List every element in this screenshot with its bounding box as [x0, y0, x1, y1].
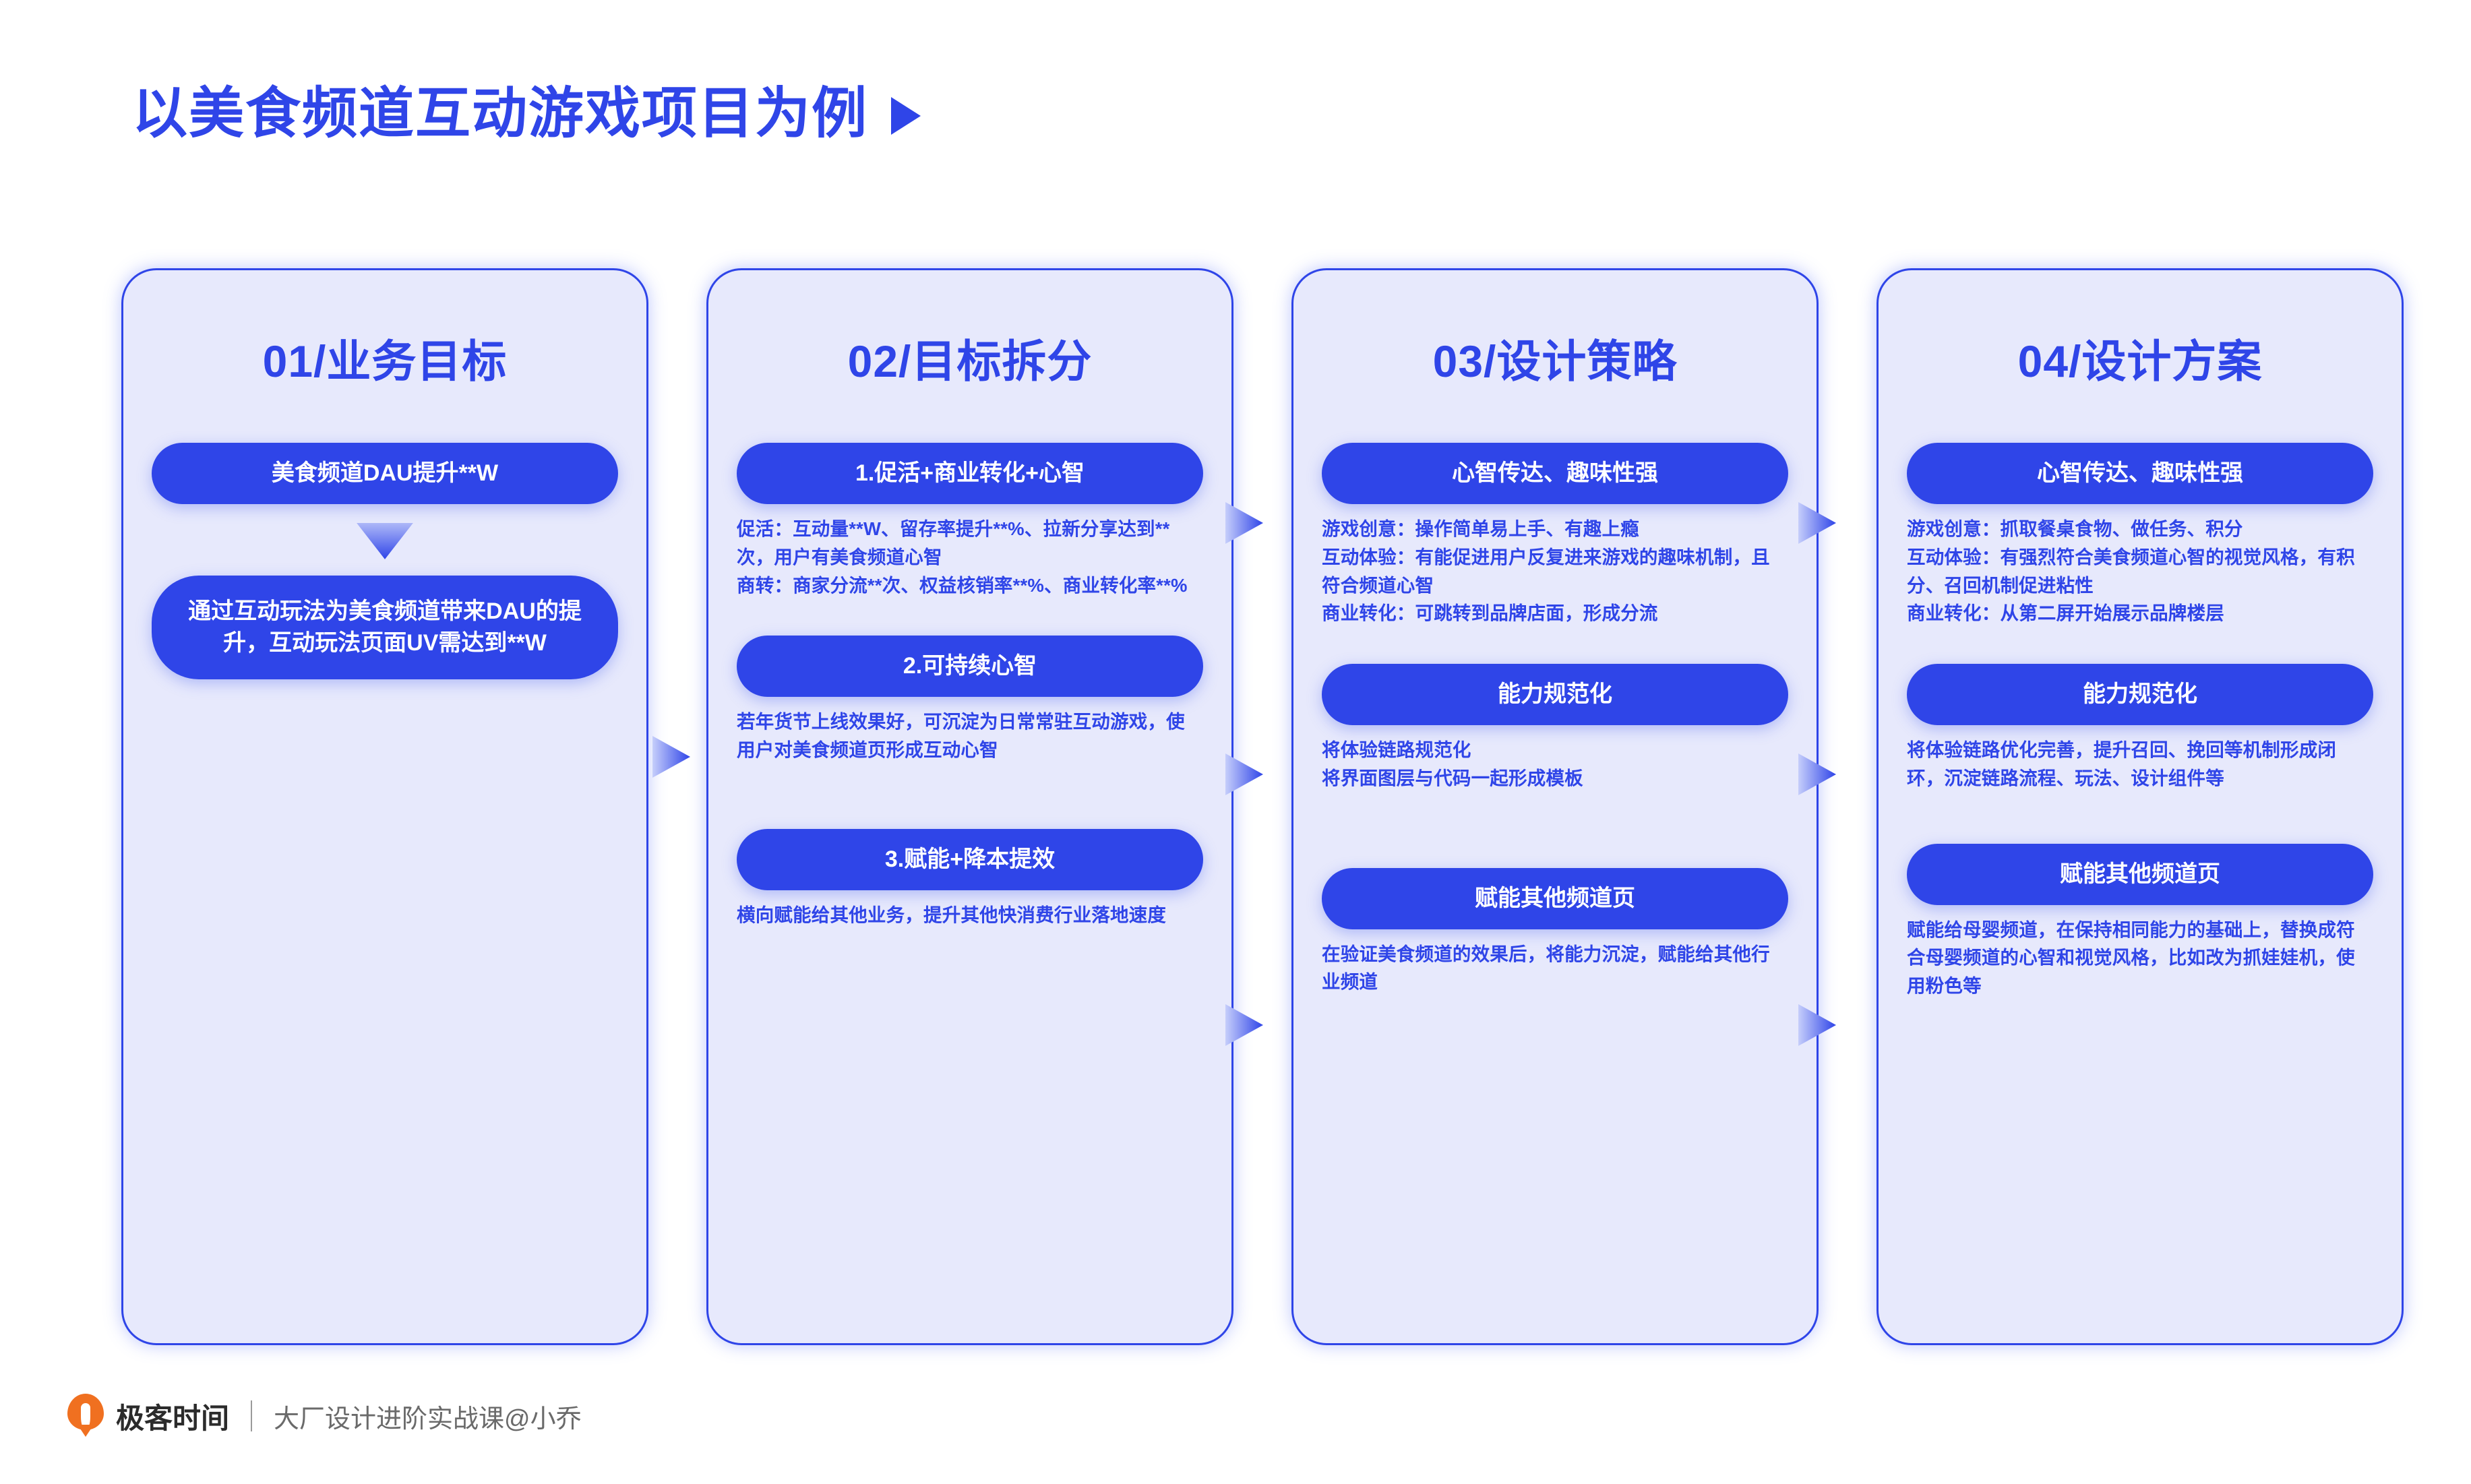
desc-line: 将界面图层与代码一起形成模板 — [1322, 767, 1583, 789]
column-4-block-1: 心智传达、趣味性强 游戏创意：抓取餐桌食物、做任务、积分 互动体验：有强烈符合美… — [1907, 443, 2373, 627]
column-2-block-3: 3.赋能+降本提效 横向赋能给其他业务，提升其他快消费行业落地速度 — [737, 828, 1203, 929]
column-card-3[interactable]: 03/设计策略 心智传达、趣味性强 游戏创意：操作简单易上手、有趣上瘾 互动体验… — [1291, 268, 1819, 1345]
desc-line: 商业转化：可跳转到品牌店面，形成分流 — [1322, 602, 1658, 624]
pill-label[interactable]: 1.促活+商业转化+心智 — [737, 443, 1203, 504]
column-3-block-3: 赋能其他频道页 在验证美食频道的效果后，将能力沉淀，赋能给其他行业频道 — [1322, 867, 1788, 997]
desc-line: 商转：商家分流**次、权益核销率**%、商业转化率**% — [737, 574, 1188, 596]
logo-drop-shape — [67, 1394, 104, 1430]
desc-line: 将体验链路规范化 — [1322, 739, 1471, 760]
block-description: 将体验链路优化完善，提升召回、挽回等机制形成闭环，沉淀链路流程、玩法、设计组件等 — [1907, 736, 2373, 793]
pill-label[interactable]: 2.可持续心智 — [737, 636, 1203, 698]
desc-line: 若年货节上线效果好，可沉淀为日常常驻互动游戏，使用户对美食频道页形成互动心智 — [737, 711, 1185, 760]
footer: 极客时间 大厂设计进阶实战课@小乔 — [67, 1394, 582, 1438]
column-2-block-2: 2.可持续心智 若年货节上线效果好，可沉淀为日常常驻互动游戏，使用户对美食频道页… — [737, 636, 1203, 764]
column-3-block-1: 心智传达、趣味性强 游戏创意：操作简单易上手、有趣上瘾 互动体验：有能促进用户反… — [1322, 443, 1788, 627]
column-card-1[interactable]: 01/业务目标 美食频道DAU提升**W 通过互动玩法为美食频道带来DAU的提升… — [121, 268, 648, 1345]
block-description: 将体验链路规范化 将界面图层与代码一起形成模板 — [1322, 736, 1788, 793]
geekbang-logo-icon — [67, 1394, 104, 1438]
pill-label[interactable]: 能力规范化 — [1322, 664, 1788, 725]
column-3-block-2: 能力规范化 将体验链路规范化 将界面图层与代码一起形成模板 — [1322, 664, 1788, 793]
desc-line: 将体验链路优化完善，提升召回、挽回等机制形成闭环，沉淀链路流程、玩法、设计组件等 — [1907, 739, 2337, 789]
desc-line: 商业转化：从第二屏开始展示品牌楼层 — [1907, 602, 2224, 624]
column-2-block-1: 1.促活+商业转化+心智 促活：互动量**W、留存率提升**%、拉新分享达到**… — [737, 443, 1203, 599]
column-4-block-2: 能力规范化 将体验链路优化完善，提升召回、挽回等机制形成闭环，沉淀链路流程、玩法… — [1907, 664, 2373, 793]
block-description: 游戏创意：操作简单易上手、有趣上瘾 互动体验：有能促进用户反复进来游戏的趣味机制… — [1322, 515, 1788, 627]
block-description: 在验证美食频道的效果后，将能力沉淀，赋能给其他行业频道 — [1322, 940, 1788, 997]
gap-3-4 — [1819, 268, 1877, 275]
pill-label[interactable]: 赋能其他频道页 — [1322, 867, 1788, 929]
course-name: 大厂设计进阶实战课@小乔 — [274, 1404, 582, 1433]
footer-divider — [251, 1400, 253, 1431]
desc-line: 游戏创意：抓取餐桌食物、做任务、积分 — [1907, 518, 2243, 539]
gap-2-3 — [1233, 268, 1291, 275]
pill-label[interactable]: 美食频道DAU提升**W — [152, 443, 618, 504]
arrow-down-icon — [357, 522, 413, 559]
page-title-text: 以美食频道互动游戏项目为例 — [132, 83, 869, 144]
pill-label[interactable]: 赋能其他频道页 — [1907, 843, 2373, 905]
logo-tail-shape — [78, 1425, 94, 1437]
column-card-2[interactable]: 02/目标拆分 1.促活+商业转化+心智 促活：互动量**W、留存率提升**%、… — [706, 268, 1233, 1345]
pill-label[interactable]: 通过互动玩法为美食频道带来DAU的提升，互动玩法页面UV需达到**W — [152, 575, 618, 679]
column-header-4: 04/设计方案 — [2017, 336, 2263, 386]
block-description: 促活：互动量**W、留存率提升**%、拉新分享达到**次，用户有美食频道心智 商… — [737, 515, 1203, 599]
column-4-block-3: 赋能其他频道页 赋能给母婴频道，在保持相同能力的基础上，替换成符合母婴频道的心智… — [1907, 843, 2373, 1000]
desc-line: 在验证美食频道的效果后，将能力沉淀，赋能给其他行业频道 — [1322, 943, 1770, 993]
page-title: 以美食频道互动游戏项目为例 — [132, 86, 921, 142]
column-card-4[interactable]: 04/设计方案 心智传达、趣味性强 游戏创意：抓取餐桌食物、做任务、积分 互动体… — [1877, 268, 2404, 1345]
column-1-block-1: 美食频道DAU提升**W — [152, 443, 618, 504]
column-header-2: 02/目标拆分 — [847, 336, 1093, 386]
pill-label[interactable]: 3.赋能+降本提效 — [737, 828, 1203, 890]
desc-line: 互动体验：有强烈符合美食频道心智的视觉风格，有积分、召回机制促进粘性 — [1907, 546, 2355, 596]
brand-name: 极客时间 — [116, 1402, 230, 1434]
block-description: 游戏创意：抓取餐桌食物、做任务、积分 互动体验：有强烈符合美食频道心智的视觉风格… — [1907, 515, 2373, 627]
column-header-1: 01/业务目标 — [262, 336, 508, 386]
block-description: 若年货节上线效果好，可沉淀为日常常驻互动游戏，使用户对美食频道页形成互动心智 — [737, 708, 1203, 764]
desc-line: 互动体验：有能促进用户反复进来游戏的趣味机制，且符合频道心智 — [1322, 546, 1770, 596]
pill-label[interactable]: 能力规范化 — [1907, 664, 2373, 725]
gap-1-2 — [648, 268, 706, 275]
column-1-block-2: 通过互动玩法为美食频道带来DAU的提升，互动玩法页面UV需达到**W — [152, 575, 618, 679]
block-description: 横向赋能给其他业务，提升其他快消费行业落地速度 — [737, 901, 1203, 929]
block-description: 赋能给母婴频道，在保持相同能力的基础上，替换成符合母婴频道的心智和视觉风格，比如… — [1907, 916, 2373, 1000]
pill-label[interactable]: 心智传达、趣味性强 — [1907, 443, 2373, 504]
desc-line: 促活：互动量**W、留存率提升**%、拉新分享达到**次，用户有美食频道心智 — [737, 518, 1170, 567]
desc-line: 游戏创意：操作简单易上手、有趣上瘾 — [1322, 518, 1639, 539]
desc-line: 赋能给母婴频道，在保持相同能力的基础上，替换成符合母婴频道的心智和视觉风格，比如… — [1907, 919, 2355, 997]
columns-container: 01/业务目标 美食频道DAU提升**W 通过互动玩法为美食频道带来DAU的提升… — [121, 268, 2404, 1347]
pill-label[interactable]: 心智传达、趣味性强 — [1322, 443, 1788, 504]
play-triangle-icon — [891, 97, 921, 135]
desc-line: 横向赋能给其他业务，提升其他快消费行业落地速度 — [737, 904, 1167, 925]
column-header-3: 03/设计策略 — [1432, 336, 1678, 386]
